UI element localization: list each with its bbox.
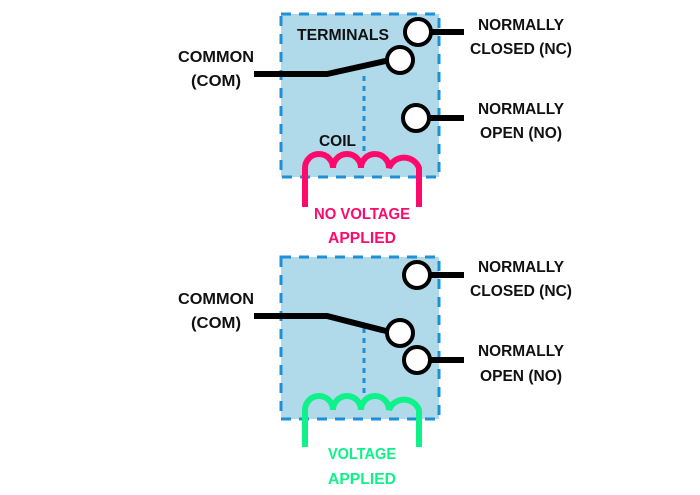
coil-off <box>302 151 422 207</box>
status-label-line1: NO VOLTAGE <box>314 206 410 223</box>
panel-no-voltage: TERMINALS COIL COMMON (COM) NORMALLY CLO… <box>178 12 572 247</box>
no-terminal <box>401 103 431 133</box>
coil-on <box>302 393 422 447</box>
no-label-line2: OPEN (NO) <box>480 368 562 385</box>
panel-voltage: COMMON (COM) NORMALLY CLOSED (NC) NORMAL… <box>178 255 572 488</box>
status-label-line1: VOLTAGE <box>328 446 396 463</box>
terminals-label: TERMINALS <box>297 27 389 44</box>
common-label-line2: (COM) <box>191 315 241 332</box>
coil-label: COIL <box>319 133 356 150</box>
nc-label-line2: CLOSED (NC) <box>470 41 572 58</box>
common-label-line1: COMMON <box>178 49 254 66</box>
status-label-line2: APPLIED <box>328 471 396 488</box>
nc-label-line1: NORMALLY <box>478 259 564 276</box>
nc-label-line2: CLOSED (NC) <box>470 283 572 300</box>
common-label-line1: COMMON <box>178 291 254 308</box>
no-label-line2: OPEN (NO) <box>480 125 562 142</box>
switch-contact <box>385 45 415 75</box>
no-label-line1: NORMALLY <box>478 343 564 360</box>
nc-terminal <box>403 17 433 47</box>
common-wire <box>254 57 391 77</box>
status-label-line2: APPLIED <box>328 230 396 247</box>
common-wire <box>254 313 391 335</box>
switch-contact <box>385 318 415 348</box>
common-label-line2: (COM) <box>191 73 241 90</box>
no-label-line1: NORMALLY <box>478 101 564 118</box>
no-terminal <box>402 345 432 375</box>
nc-label-line1: NORMALLY <box>478 17 564 34</box>
nc-terminal <box>402 260 432 290</box>
